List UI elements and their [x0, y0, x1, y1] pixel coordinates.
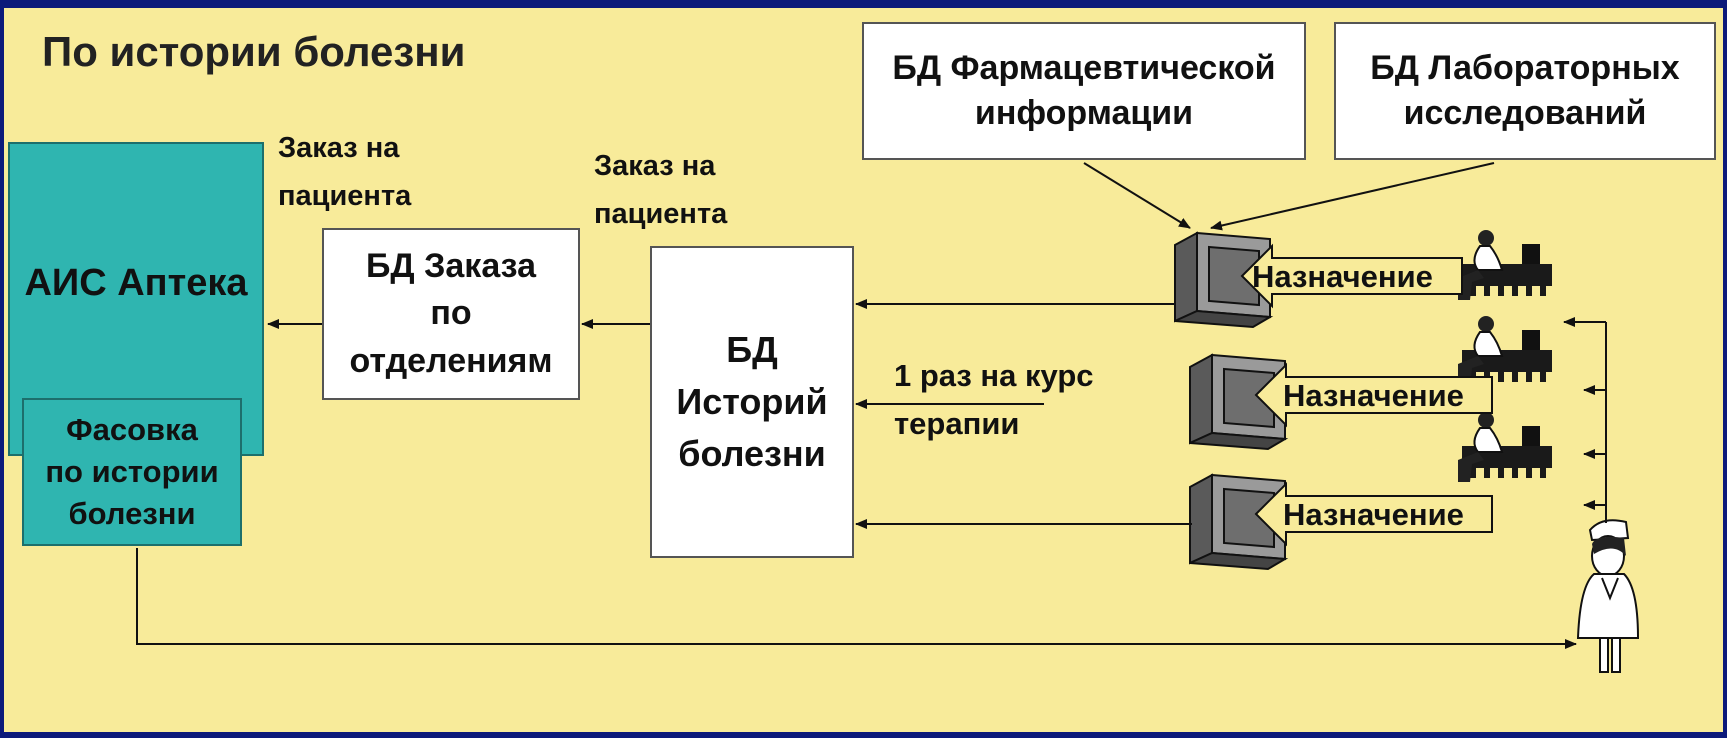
- nurse-icon: [1576, 519, 1640, 673]
- course-label-1: 1 раз на курс: [894, 358, 1094, 393]
- order-label-right-2: пациента: [594, 198, 728, 230]
- page-title: По истории болезни: [42, 28, 466, 75]
- packing-line-2: по истории: [45, 453, 219, 489]
- slide: По истории болезни: [4, 8, 1723, 732]
- lab-db-line-1: БД Лабораторных: [1370, 49, 1680, 88]
- order-label-left-2: пациента: [278, 180, 412, 212]
- pharma-db-line-2: информации: [974, 94, 1194, 132]
- ais-pharmacy-label: АИС Аптека: [24, 262, 248, 304]
- packing-line-1: Фасовка: [66, 411, 198, 447]
- diagram-connectors: [136, 162, 1640, 673]
- lab-db-line-2: исследований: [1403, 94, 1647, 132]
- order-db-box: БД Заказа по отделениям: [322, 228, 580, 400]
- history-db-line-1: БД: [726, 328, 778, 370]
- history-db-line-3: болезни: [678, 433, 826, 475]
- lab-db-box: БД Лабораторных исследований: [1334, 22, 1716, 160]
- order-label-left-1: Заказ на: [278, 132, 400, 164]
- pharma-db-box: БД Фармацевтической информации: [862, 22, 1306, 160]
- history-db-box: БД Историй болезни: [650, 246, 854, 558]
- history-db-line-2: Историй: [676, 380, 828, 422]
- order-db-line-2: по: [430, 294, 472, 333]
- course-label-2: терапии: [894, 406, 1020, 441]
- prescription-label: Назначение: [1283, 378, 1464, 413]
- order-label-right-1: Заказ на: [594, 150, 716, 182]
- packing-box: Фасовка по истории болезни: [22, 398, 242, 546]
- prescription-arrows: [1240, 243, 1493, 547]
- order-db-line-3: отделениям: [349, 341, 553, 380]
- prescription-label: Назначение: [1283, 497, 1464, 532]
- prescription-label: Назначение: [1252, 259, 1433, 294]
- pharma-db-line-1: БД Фармацевтической: [892, 49, 1276, 88]
- packing-line-3: болезни: [68, 496, 196, 532]
- order-db-line-1: БД Заказа: [365, 246, 537, 285]
